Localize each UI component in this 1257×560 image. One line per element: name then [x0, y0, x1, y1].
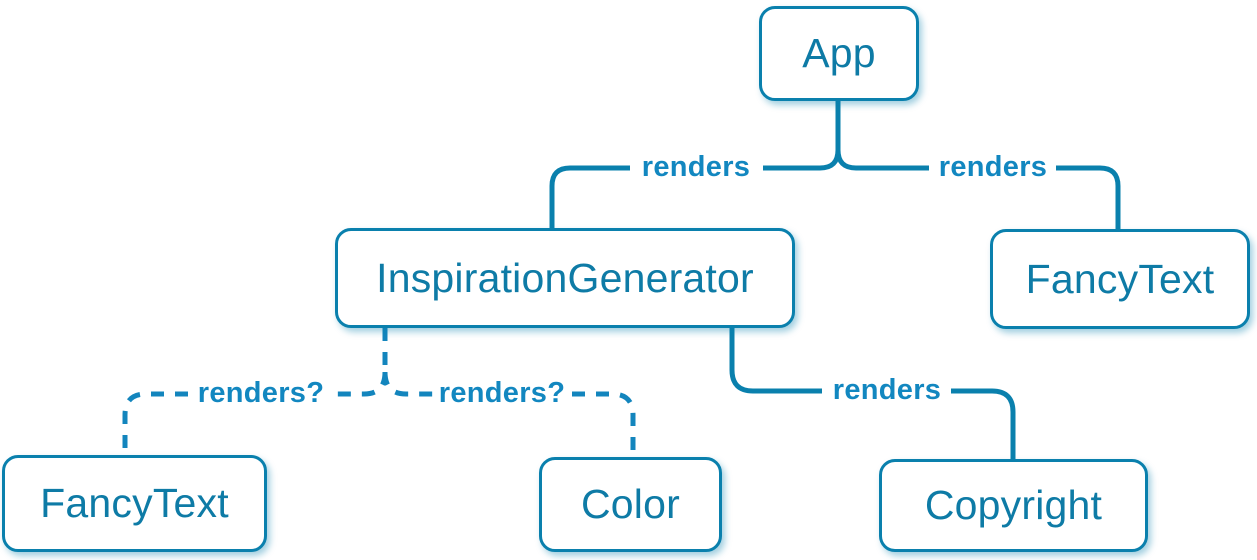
edge-label-app-inspirationgenerator: renders	[635, 151, 757, 184]
node-app-label: App	[802, 30, 876, 76]
node-copyright: Copyright	[879, 459, 1148, 552]
node-inspiration-generator: InspirationGenerator	[335, 228, 795, 328]
edge-inspirationgenerator-color-dashed	[382, 371, 636, 457]
node-fancy-text-top-label: FancyText	[1025, 255, 1215, 302]
node-inspiration-generator-label: InspirationGenerator	[376, 254, 754, 301]
node-color-label: Color	[581, 481, 680, 527]
node-fancy-text-top: FancyText	[990, 229, 1250, 329]
node-fancy-text-bottom: FancyText	[2, 455, 267, 552]
edge-label-inspirationgenerator-copyright: renders	[826, 374, 948, 407]
node-fancy-text-bottom-label: FancyText	[40, 480, 229, 526]
node-copyright-label: Copyright	[924, 482, 1103, 528]
edge-label-inspirationgenerator-fancytext: renders?	[191, 377, 331, 410]
edge-label-app-fancytext: renders	[932, 151, 1054, 184]
edge-app-fancytext	[835, 149, 1121, 229]
node-color: Color	[539, 457, 722, 552]
node-app: App	[759, 6, 919, 101]
edge-inspirationgenerator-copyright	[729, 328, 1016, 459]
edge-label-inspirationgenerator-color: renders?	[432, 377, 572, 410]
